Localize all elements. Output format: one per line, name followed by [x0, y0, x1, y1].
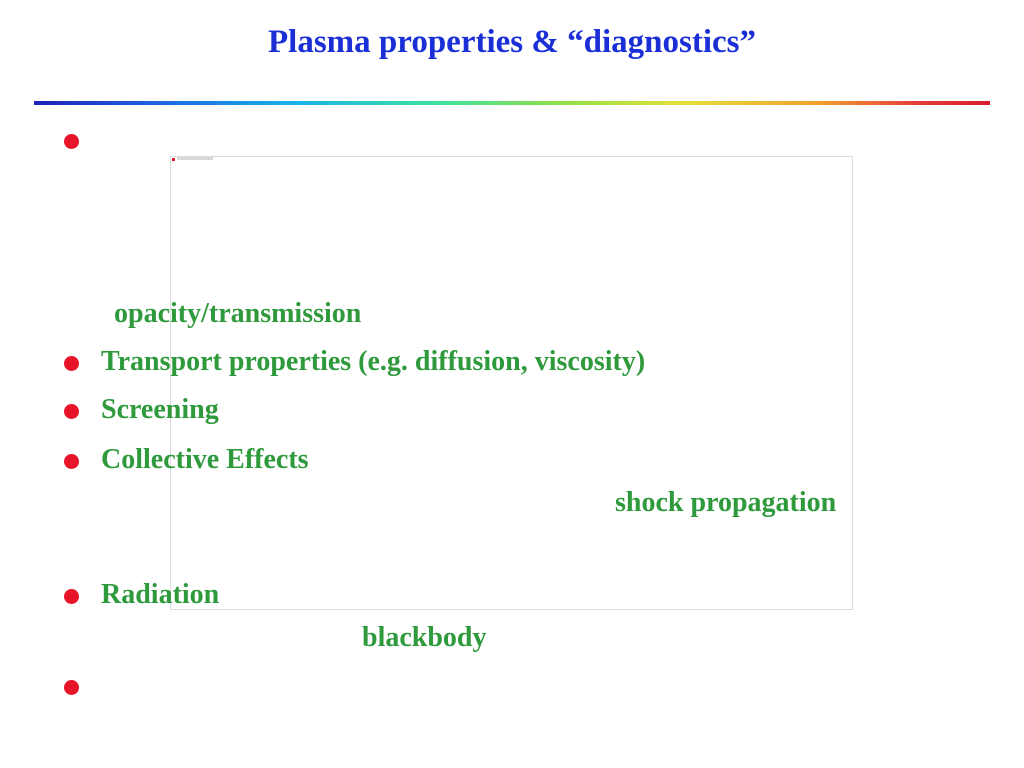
bullet-marker-4 [64, 454, 79, 469]
bullet-marker-1 [64, 134, 79, 149]
item-shock-propagation: shock propagation [615, 487, 837, 518]
bullet-marker-2 [64, 356, 79, 371]
item-opacity-transmission: opacity/transmission [114, 298, 362, 329]
embedded-figure-frame [170, 156, 853, 610]
bullet-marker-5 [64, 589, 79, 604]
item-transport-properties: Transport properties (e.g. diffusion, vi… [101, 346, 646, 377]
item-blackbody: blackbody [362, 622, 487, 653]
slide-title: Plasma properties & “diagnostics” [268, 24, 756, 60]
item-screening: Screening [101, 394, 219, 425]
item-radiation: Radiation [101, 579, 220, 610]
figure-caption-placeholder [177, 157, 213, 160]
item-collective-effects: Collective Effects [101, 444, 309, 475]
bullet-marker-6 [64, 680, 79, 695]
figure-corner-icon [172, 158, 175, 161]
title-divider-rule [34, 101, 990, 105]
bullet-marker-3 [64, 404, 79, 419]
